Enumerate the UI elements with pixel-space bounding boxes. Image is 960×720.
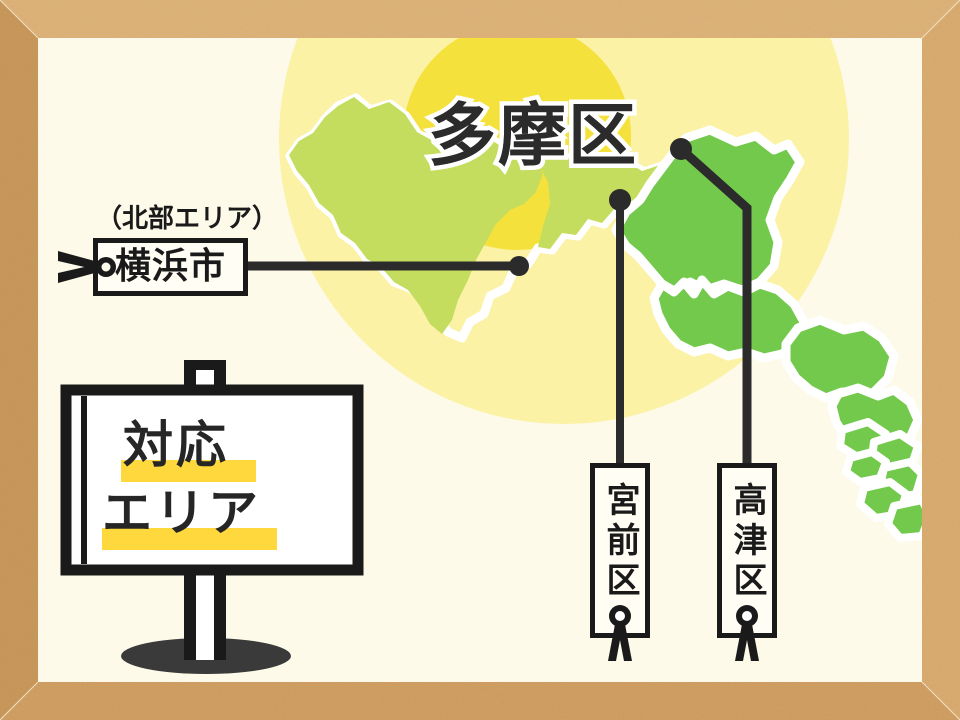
frame-bottom: [0, 682, 960, 720]
sign-highlight-1: [121, 460, 256, 482]
callout-label-miyamae: 宮前区: [600, 482, 640, 602]
map-title: 多摩区: [428, 97, 639, 176]
sign-text-line1: 対応: [123, 416, 229, 474]
frame-left: [0, 0, 38, 720]
connector-line-takatsu: [678, 145, 752, 463]
pushpin-icon-miyamae: [608, 605, 632, 661]
pushpin-icon-takatsu: [735, 605, 759, 661]
pushpin-icon-yokohama: [58, 251, 116, 283]
frame-miter-br: [921, 681, 960, 720]
connector-dot-yokohama: [509, 256, 529, 276]
callout-label-yokohama: 横浜市: [114, 246, 226, 287]
kawasaki-map: [38, 38, 922, 682]
connector-dot-takatsu: [670, 138, 692, 160]
poster-canvas: 多摩区 多摩区 （北部エリア） 横浜市 宮前区: [38, 38, 922, 682]
sign-text-line2: エリア: [102, 484, 261, 542]
map-title-outline: 多摩区: [423, 97, 640, 176]
connector-dot-miyamae: [609, 189, 631, 211]
frame-right: [922, 0, 960, 720]
map-region-block-6: [884, 496, 922, 542]
map-region-tama: [289, 97, 543, 334]
frame-miter-tl: [0, 0, 39, 39]
frame-miter-tr: [921, 0, 960, 39]
sign-highlight-2: [102, 528, 277, 550]
callout-label-takatsu: 高津区: [727, 482, 767, 602]
frame-miter-bl: [0, 681, 39, 720]
frame-top: [0, 0, 960, 38]
yokohama-sublabel: （北部エリア）: [96, 204, 279, 234]
signboard-post-cap: [184, 360, 226, 370]
